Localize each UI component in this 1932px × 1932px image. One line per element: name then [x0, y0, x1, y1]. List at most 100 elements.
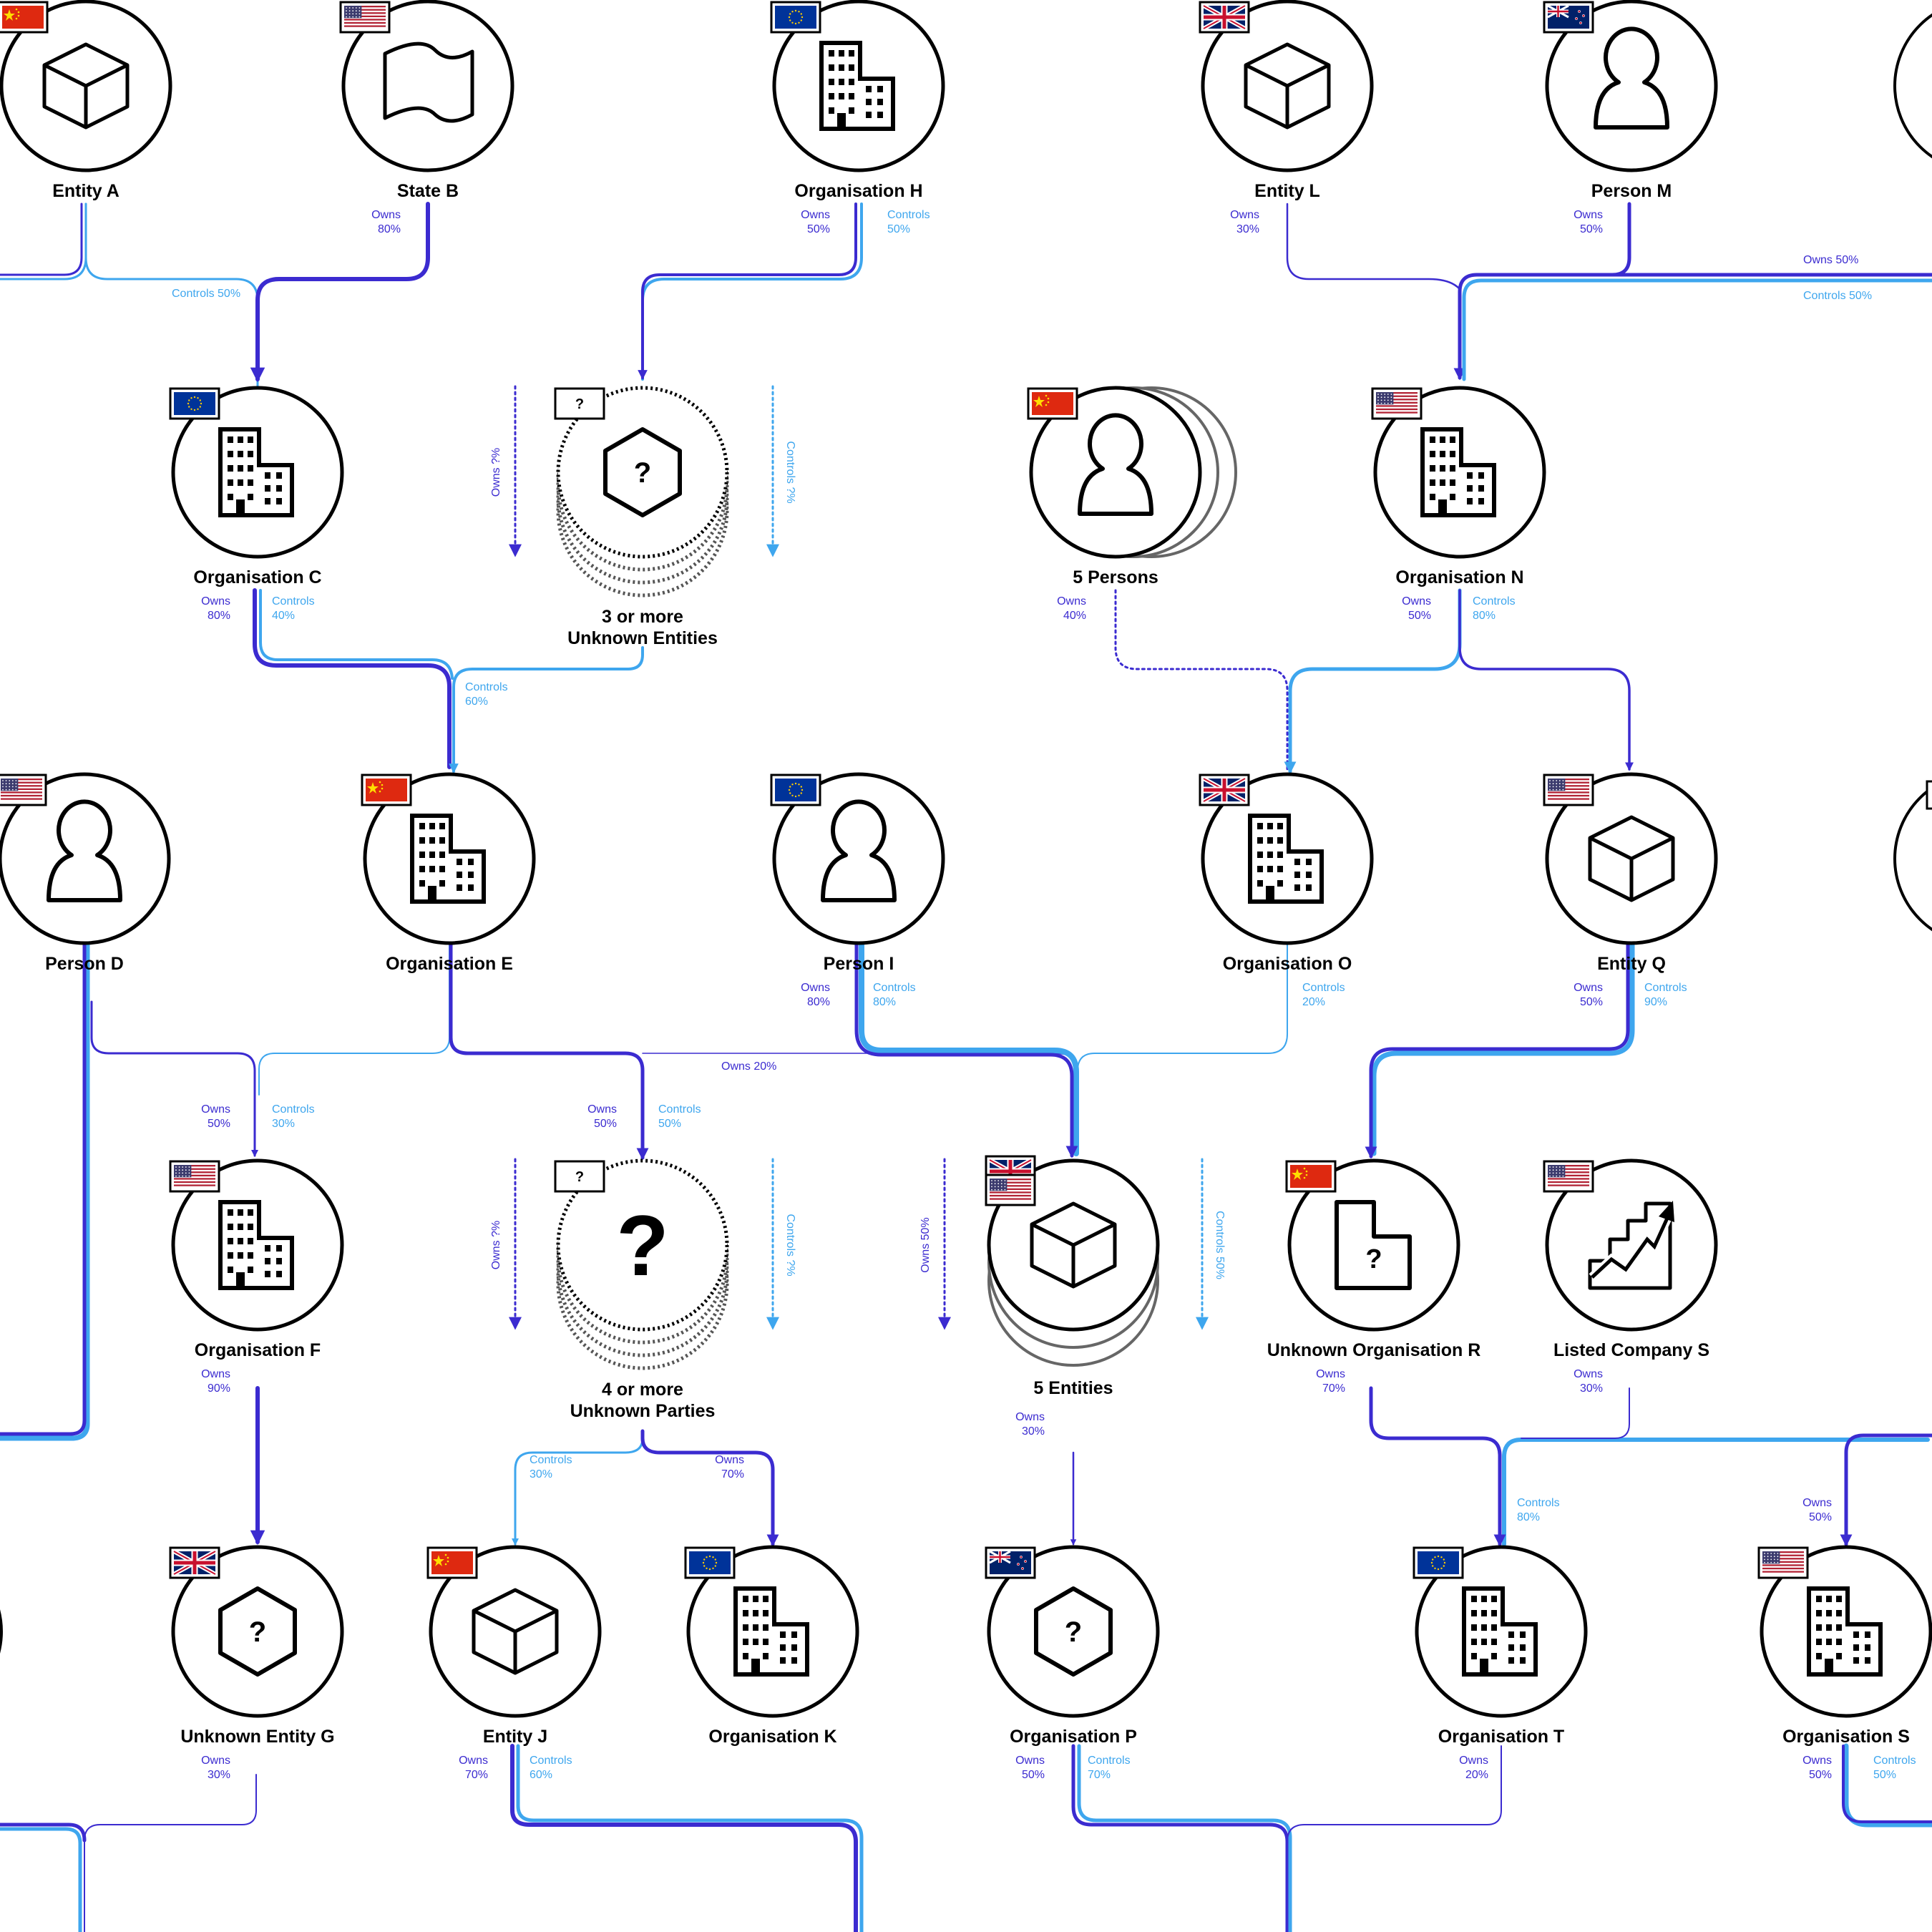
- svg-text:Controls: Controls: [1873, 1755, 1916, 1767]
- svg-text:80%: 80%: [378, 223, 401, 235]
- node-organisation-o[interactable]: Organisation O: [1199, 772, 1374, 974]
- chart-icon: [1588, 1201, 1674, 1290]
- node-organisation-c[interactable]: Organisation C: [169, 386, 344, 587]
- edge-person-d-down-owns: [0, 942, 87, 1436]
- building-icon: [218, 427, 294, 517]
- svg-text:50%: 50%: [208, 1118, 230, 1130]
- edge-org-s-down-owns: [1842, 1745, 1932, 1823]
- node-person-d[interactable]: Person D: [0, 772, 171, 974]
- node-unknown-organisation-r[interactable]: ?Unknown Organisation R: [1267, 1158, 1481, 1360]
- node-entity-l[interactable]: Entity L: [1199, 0, 1374, 201]
- node-label: Person I: [824, 954, 894, 974]
- edge-entity-q-owns-org-r: [1365, 942, 1630, 1159]
- svg-text:50%: 50%: [807, 223, 830, 235]
- node-listed-company-s[interactable]: Listed Company S: [1543, 1158, 1718, 1360]
- edge-org-r-owns-org-t: [1369, 1386, 1506, 1547]
- flag-cn-icon: [361, 774, 412, 806]
- svg-text:80%: 80%: [208, 610, 230, 622]
- node-label-line2: Unknown Parties: [570, 1401, 716, 1421]
- side-label-controls: Controls ?%: [784, 1214, 796, 1276]
- node-organisation-p[interactable]: ?Organisation P: [985, 1545, 1160, 1747]
- svg-text:60%: 60%: [530, 1769, 552, 1781]
- node-organisation-t[interactable]: Organisation T: [1413, 1545, 1588, 1747]
- svg-text:Owns: Owns: [1802, 1497, 1832, 1509]
- side-label-owns: Owns 50%: [919, 1217, 932, 1272]
- edge-label-controls: Controls 50%: [172, 288, 240, 300]
- question-mark: ?: [1365, 1244, 1382, 1274]
- svg-text:Owns: Owns: [801, 209, 830, 221]
- node-label: Person D: [45, 954, 124, 974]
- node-organisation-f[interactable]: Organisation F: [169, 1158, 344, 1360]
- svg-text:40%: 40%: [1063, 610, 1086, 622]
- node-organisation-e[interactable]: Organisation E: [361, 772, 536, 974]
- building-icon: [733, 1586, 809, 1677]
- edge-listed-s-owns-org-t: [1521, 1387, 1630, 1439]
- edge-org-e-controls-org-f: [258, 944, 450, 1096]
- flag-eu-icon: [770, 774, 821, 806]
- svg-text:Owns: Owns: [587, 1103, 617, 1116]
- svg-text:Owns: Owns: [1574, 982, 1603, 994]
- flag-eu-icon: [169, 387, 220, 420]
- edge-org-t-owns-down: [1287, 1745, 1502, 1843]
- svg-text:Controls: Controls: [272, 595, 315, 608]
- node-organisation-s[interactable]: Organisation S: [1757, 1545, 1932, 1747]
- nodes: Entity A State B Organisation H Entity L Per…: [0, 0, 1932, 1747]
- cube-icon: [472, 1588, 559, 1675]
- edge-unknown4-controls-entity-j: [511, 1430, 644, 1546]
- question-mark: ?: [634, 457, 651, 489]
- node-entity-q[interactable]: Entity Q: [1543, 772, 1718, 974]
- node-person-i[interactable]: Person I: [770, 772, 945, 974]
- svg-text:Controls: Controls: [530, 1755, 572, 1767]
- side-label-controls: Controls 50%: [1214, 1211, 1226, 1279]
- partial-nodes: [0, 13, 1932, 1654]
- partial-node-right: [1893, 786, 1932, 932]
- svg-text:80%: 80%: [807, 996, 830, 1008]
- node-entity-a[interactable]: Entity A: [0, 0, 172, 201]
- edge-person-i-owns-5-entities: [854, 942, 1078, 1158]
- node-state-b[interactable]: State B: [339, 0, 514, 201]
- building-icon: [1462, 1586, 1538, 1677]
- node-entity-j[interactable]: Entity J: [426, 1545, 602, 1747]
- node-5-persons[interactable]: 5 Persons: [1027, 386, 1237, 587]
- flag-us-icon: [985, 1174, 1036, 1206]
- person-icon: [1078, 413, 1153, 516]
- node-organisation-n[interactable]: Organisation N: [1371, 386, 1546, 587]
- flag-unknown-icon: ?: [554, 1160, 605, 1193]
- edge-org-n-owns-entity-q: [1458, 589, 1634, 771]
- svg-text:Owns 50%: Owns 50%: [1803, 254, 1858, 266]
- edge-org-c-controls-org-e: [259, 589, 454, 680]
- node-organisation-k[interactable]: Organisation K: [684, 1545, 859, 1747]
- flag-cn-icon: [426, 1546, 478, 1579]
- edge-right-controls-org-n: [1462, 278, 1932, 381]
- node-unknown-entity-g[interactable]: ?Unknown Entity G: [169, 1545, 344, 1747]
- edge-person-d-down: [0, 942, 90, 1441]
- flag-uk-icon: [1199, 774, 1250, 806]
- hexagon-question-icon: ?: [218, 1586, 297, 1677]
- svg-text:50%: 50%: [1809, 1769, 1832, 1781]
- building-icon: [819, 41, 895, 131]
- node-organisation-h[interactable]: Organisation H: [770, 0, 945, 201]
- node-person-m[interactable]: Person M: [1543, 0, 1718, 201]
- node-label: Entity A: [52, 181, 119, 201]
- svg-text:Owns: Owns: [201, 1368, 230, 1380]
- node-5-entities[interactable]: 5 Entities: [985, 1155, 1160, 1398]
- svg-text:Owns: Owns: [1402, 595, 1431, 608]
- edge-entity-a-left: [0, 203, 87, 280]
- svg-text:Owns: Owns: [1574, 209, 1603, 221]
- question-mark: ?: [616, 1198, 668, 1294]
